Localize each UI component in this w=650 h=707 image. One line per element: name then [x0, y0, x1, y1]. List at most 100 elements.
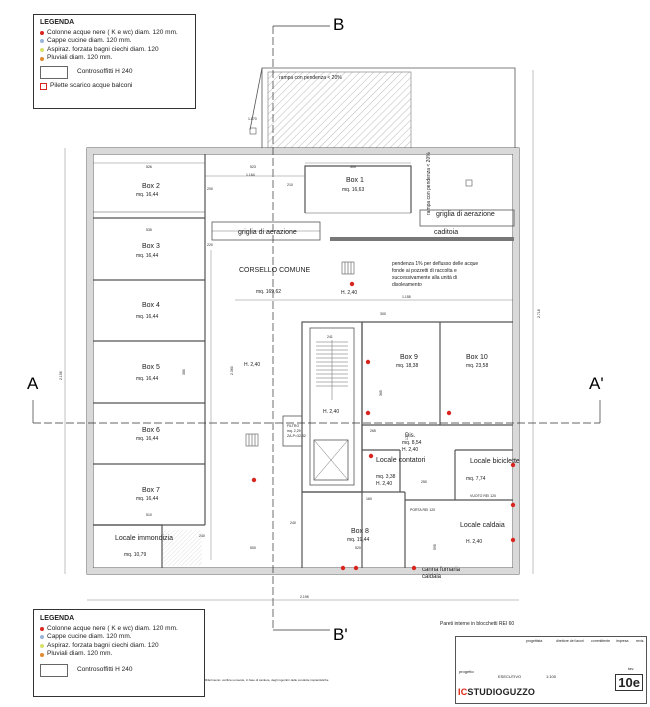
svg-text:526: 526 — [146, 165, 152, 169]
corsello-area: mq. 169,62 — [256, 289, 281, 295]
svg-text:241: 241 — [327, 335, 333, 339]
caldaia-height: H. 2,40 — [466, 539, 482, 545]
tb-col-revis: revis. — [636, 639, 645, 643]
svg-text:200: 200 — [207, 187, 213, 191]
red-dot-icon — [40, 30, 44, 35]
porta-rei: PORTA REI 120 — [410, 508, 435, 512]
tb-col-progettista: progettista — [526, 639, 543, 643]
filtro-note: ZA-P=32,32 — [287, 434, 306, 438]
legend-item: Colonne acque nere ( K e wc) diam. 120 m… — [40, 29, 189, 38]
red-dot-icon — [40, 626, 44, 631]
contatori-height: H. 2,40 — [376, 481, 392, 487]
corsello-height: H. 2,40 — [341, 290, 357, 296]
canna-label-1: canna fumaria — [422, 567, 461, 573]
pendenza-note-2: fonde ai pozzetti di raccolta e — [392, 268, 457, 274]
disimp-name: Dis. — [405, 433, 416, 439]
svg-text:2.156: 2.156 — [59, 371, 63, 380]
svg-text:380: 380 — [182, 369, 186, 375]
box7-area: mq. 16,44 — [136, 496, 158, 502]
tb-col-direttore: direttore dei lavori — [556, 639, 584, 643]
filtro-area: mq. 2,29 — [287, 429, 301, 433]
griglia-right-label: griglia di aerazione — [436, 211, 495, 218]
section-line-b — [272, 25, 330, 631]
drain-grates — [245, 127, 473, 447]
box1-area: mq. 16,63 — [342, 187, 364, 193]
tb-esecutivo: ESECUTIVO — [498, 674, 522, 679]
box5-name: Box 5 — [142, 364, 160, 371]
svg-text:595: 595 — [433, 544, 437, 550]
svg-text:300: 300 — [350, 165, 356, 169]
immondizia-area: mq. 10,79 — [124, 552, 146, 558]
svg-text:500: 500 — [250, 546, 256, 550]
legend-item: Cappe cucine diam. 120 mm. — [40, 37, 189, 46]
svg-text:240: 240 — [199, 534, 205, 538]
box10-name: Box 10 — [466, 354, 488, 361]
box3-name: Box 3 — [142, 243, 160, 250]
grille-left — [211, 221, 321, 241]
caditoia-label: caditoia — [434, 229, 458, 236]
legend-top: LEGENDA Colonne acque nere ( K e wc) dia… — [33, 14, 196, 109]
box8-name: Box 8 — [351, 528, 369, 535]
box4-name: Box 4 — [142, 302, 160, 309]
h240-stair-label: H. 2,40 — [323, 409, 339, 415]
box10-area: mq. 23,58 — [466, 363, 488, 369]
yellow-dot-icon — [40, 644, 44, 649]
drain-column-markers — [251, 281, 516, 571]
h240-left-label: H. 2,40 — [244, 362, 260, 368]
svg-text:250: 250 — [421, 480, 427, 484]
dimension-texts: 526 535 523 300 1.164 1.155 2.156 2.718 … — [59, 117, 541, 599]
box1-walls — [304, 165, 412, 214]
svg-text:210: 210 — [287, 183, 293, 187]
fine-print: Riferimento: verifica su tavole, in fase… — [205, 678, 329, 682]
drain-square-icon — [40, 82, 47, 90]
legend-top-title: LEGENDA — [40, 19, 75, 26]
ceiling-swatch-icon — [40, 663, 68, 677]
immondizia-hatch — [162, 530, 202, 566]
section-a-right: A' — [589, 374, 604, 393]
ramp-top-hatch — [267, 71, 412, 151]
svg-text:510: 510 — [146, 513, 152, 517]
yellow-dot-icon — [40, 48, 44, 53]
box4-area: mq. 16,44 — [136, 314, 158, 320]
legend-item: Aspiraz. forzata bagni ciechi diam. 120 — [40, 46, 189, 55]
grille-right — [419, 209, 515, 227]
svg-text:523: 523 — [250, 165, 256, 169]
section-b-bottom: B' — [333, 625, 348, 644]
box6-name: Box 6 — [142, 427, 160, 434]
svg-text:535: 535 — [146, 228, 152, 232]
svg-text:300: 300 — [380, 312, 386, 316]
svg-text:240: 240 — [290, 521, 296, 525]
core-walls — [282, 321, 513, 568]
svg-text:170: 170 — [405, 434, 409, 440]
legend-item: Aspiraz. forzata bagni ciechi diam. 120 — [40, 642, 198, 651]
griglia-left-label: griglia di aerazione — [238, 229, 297, 236]
legend-bottom-title: LEGENDA — [40, 615, 75, 622]
blue-dot-icon — [40, 635, 44, 640]
filtro-label: FILTRO — [287, 424, 299, 428]
svg-text:2.360: 2.360 — [230, 366, 234, 375]
stair-flight — [313, 340, 349, 481]
tb-col-committente: committente — [591, 639, 611, 643]
pendenza-note-4: disoleamento — [392, 282, 422, 288]
vuoto-rei: VUOTO REI 120 — [470, 494, 496, 498]
svg-text:1.164: 1.164 — [246, 173, 255, 177]
dimension-lines — [64, 70, 534, 601]
box9-area: mq. 18,38 — [396, 363, 418, 369]
legend-item: Pluviali diam. 120 mm. — [40, 54, 189, 63]
svg-text:220: 220 — [207, 243, 213, 247]
ramp-top-note: rampa con pendenza < 20% — [279, 75, 342, 81]
svg-text:265: 265 — [370, 429, 376, 433]
outer-wall — [86, 147, 520, 575]
box5-area: mq. 16,44 — [136, 376, 158, 382]
contatori-area: mq. 3,38 — [376, 474, 396, 480]
svg-text:160: 160 — [366, 497, 372, 501]
box1-name: Box 1 — [346, 177, 364, 184]
legend-item: Cappe cucine diam. 120 mm. — [40, 633, 198, 642]
section-a-left: A — [27, 374, 39, 393]
site-outline — [249, 67, 516, 150]
tb-col-impresa: impresa — [616, 639, 629, 643]
legend-ceiling: Controsoffitti H 240 — [40, 65, 189, 79]
box9-name: Box 9 — [400, 354, 418, 361]
ramp-right-note: rampa con pendenza < 20% — [426, 152, 432, 215]
